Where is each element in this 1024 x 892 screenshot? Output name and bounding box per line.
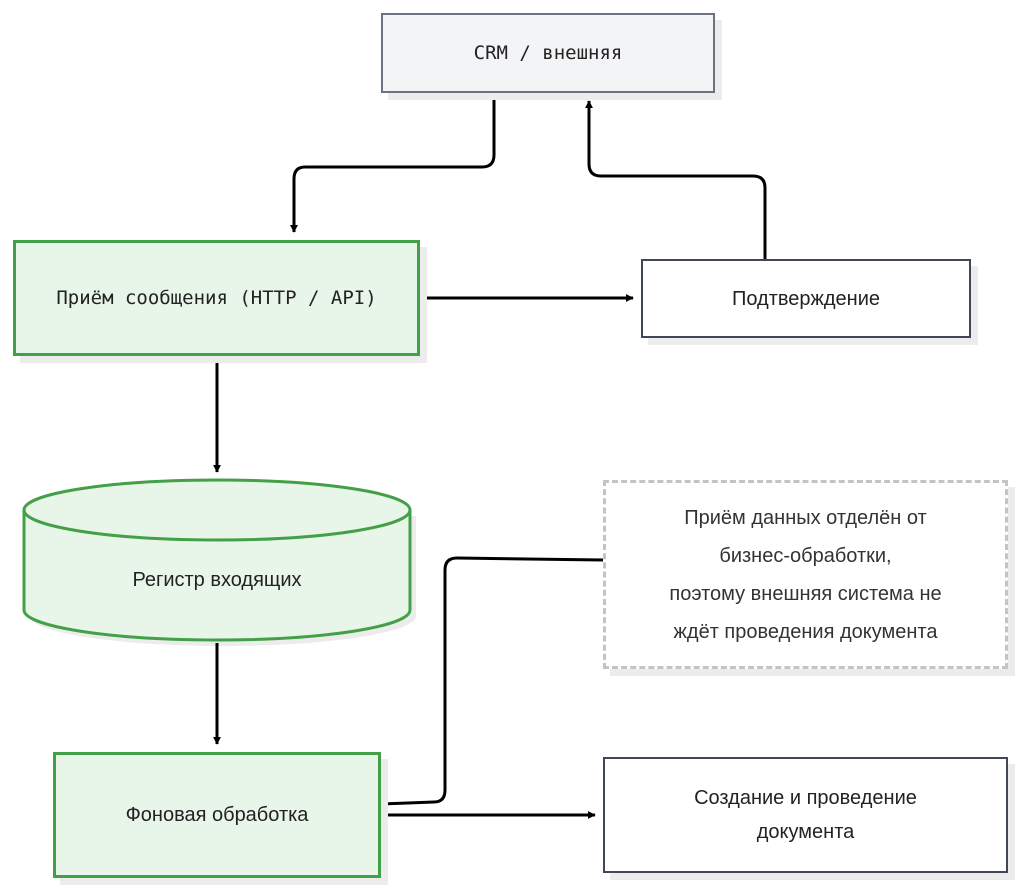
create-document-node: Создание и проведение документа: [603, 757, 1008, 873]
note-line: бизнес-обработки,: [719, 544, 892, 567]
note-text: Приём данных отделён от бизнес-обработки…: [669, 499, 941, 651]
receive-message-label: Приём сообщения (HTTP / API): [56, 287, 377, 309]
receive-message-node: Приём сообщения (HTTP / API): [13, 240, 420, 356]
background-processing-label: Фоновая обработка: [125, 804, 309, 826]
background-processing-node: Фоновая обработка: [53, 752, 381, 878]
edge-crm-to-receive: [290, 93, 496, 233]
confirmation-label: Подтверждение: [731, 287, 881, 310]
crm-label: CRM / внешняя: [473, 42, 623, 64]
edge-confirm-to-crm: [585, 100, 767, 259]
create-document-label: Создание и проведение документа: [694, 787, 917, 843]
note-line: Приём данных отделён от: [684, 506, 927, 529]
note-line: поэтому внешняя система не: [669, 582, 942, 605]
note-line: ждёт проведения документа: [673, 620, 938, 643]
note-node: Приём данных отделён от бизнес-обработки…: [603, 480, 1008, 669]
crm-node: CRM / внешняя: [381, 13, 715, 93]
register-label: Регистр входящих: [132, 568, 302, 591]
edge-background-to-note: [380, 556, 604, 806]
confirmation-node: Подтверждение: [641, 259, 971, 338]
